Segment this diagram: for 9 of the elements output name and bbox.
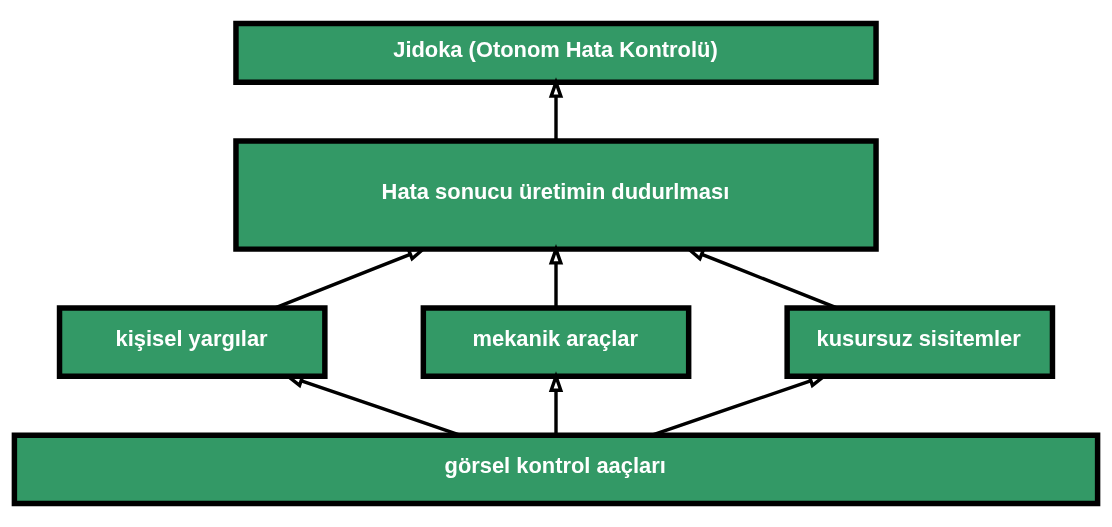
node-box: mekanik araçlar [420,305,692,380]
arrow [548,371,564,435]
node-box: görsel kontrol aaçları [11,432,1101,507]
arrow [548,244,564,308]
node-box: kişisel yargılar [56,305,328,380]
node-box: Hata sonucu üretimin dudurlması [233,138,879,252]
arrow [548,77,564,141]
node-box: Jidoka (Otonom Hata Kontrolü) [233,20,879,85]
node-box: kusursuz sisitemler [784,305,1056,380]
